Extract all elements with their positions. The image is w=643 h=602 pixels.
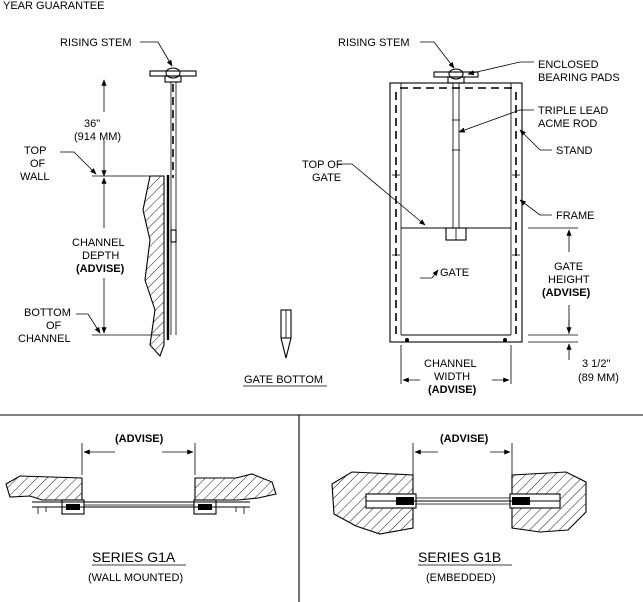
- gate-bottom-label: GATE BOTTOM: [244, 374, 323, 386]
- channel-depth-label-1: CHANNEL: [72, 237, 125, 249]
- dim-89-label: (89 MM): [578, 372, 619, 384]
- g1b-advise-label: (ADVISE): [440, 433, 489, 445]
- g1b-subtitle: (EMBEDDED): [426, 572, 496, 584]
- g1a-advise-label: (ADVISE): [115, 433, 164, 445]
- side-view: [60, 41, 197, 358]
- top-of-wall-label-3: WALL: [20, 171, 50, 183]
- dim-36-label: 36": [84, 118, 100, 130]
- acme-label-1: TRIPLE LEAD: [538, 105, 608, 117]
- front-view: [338, 41, 578, 384]
- acme-label-2: ACME ROD: [538, 118, 597, 130]
- gate-height-label-1: GATE: [554, 261, 583, 273]
- bottom-channel-label-3: CHANNEL: [18, 333, 71, 345]
- gate-height-label-2: HEIGHT: [548, 274, 590, 286]
- g1a-subtitle: (WALL MOUNTED): [88, 572, 183, 584]
- gate-height-label-3: (ADVISE): [542, 287, 591, 299]
- top-of-wall-label-2: OF: [30, 158, 46, 170]
- g1a-title: SERIES G1A: [92, 549, 176, 565]
- bottom-channel-label-1: BOTTOM: [24, 307, 71, 319]
- top-of-gate-label-1: TOP OF: [302, 159, 343, 171]
- enclosed-label-1: ENCLOSED: [538, 59, 599, 71]
- enclosed-label-2: BEARING PADS: [538, 72, 620, 84]
- series-g1b-plan: [331, 443, 587, 535]
- g1b-title: SERIES G1B: [418, 549, 501, 565]
- channel-depth-label-3: (ADVISE): [76, 263, 125, 275]
- channel-width-label-1: CHANNEL: [424, 358, 477, 370]
- dim-914-label: (914 MM): [74, 131, 121, 143]
- gate-bottom-detail: [243, 309, 327, 387]
- channel-width-label-3: (ADVISE): [428, 384, 477, 396]
- stand-label: STAND: [556, 145, 593, 157]
- top-of-gate-label-2: GATE: [312, 172, 341, 184]
- frame-label: FRAME: [556, 210, 595, 222]
- channel-depth-label-2: DEPTH: [82, 250, 119, 262]
- rising-stem-right-label: RISING STEM: [338, 37, 410, 49]
- dim-3-5-label: 3 1/2": [582, 358, 610, 370]
- channel-width-label-2: WIDTH: [434, 371, 470, 383]
- year-guarantee-text: YEAR GUARANTEE: [3, 0, 104, 12]
- rising-stem-left-label: RISING STEM: [60, 37, 132, 49]
- gate-label: GATE: [440, 267, 469, 279]
- series-g1a-plan: [5, 443, 277, 515]
- top-of-wall-label-1: TOP: [24, 145, 46, 157]
- bottom-channel-label-2: OF: [46, 320, 62, 332]
